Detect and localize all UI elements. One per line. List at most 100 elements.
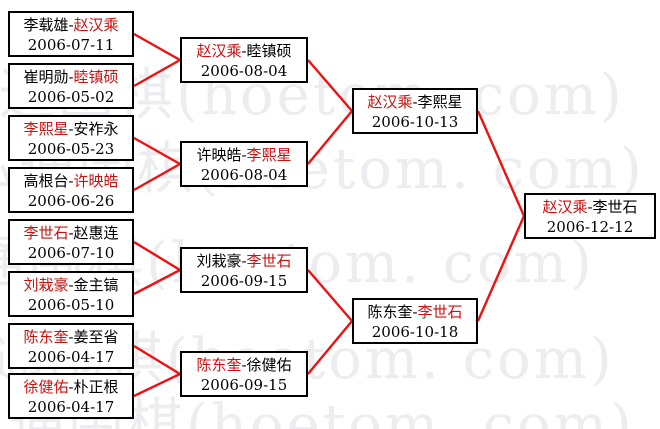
player-name: 赵惠连 xyxy=(73,224,119,242)
match-players: 刘栽豪-李世石 xyxy=(182,251,306,271)
match-date: 2006-08-04 xyxy=(200,166,288,184)
player-name: 金主镐 xyxy=(73,276,119,294)
name-separator: - xyxy=(68,276,74,294)
match-players: 崔明勋-睦镇硕 xyxy=(10,67,132,87)
match-players: 陈东奎-李世石 xyxy=(354,302,476,322)
match-players: 赵汉乘-李熙星 xyxy=(354,92,476,112)
match-date: 2006-09-15 xyxy=(200,272,288,290)
match-players: 李载雄-赵汉乘 xyxy=(10,15,132,35)
player-name: 李熙星 xyxy=(23,120,69,138)
connector-line xyxy=(307,320,353,375)
player-name: 赵汉乘 xyxy=(542,198,588,216)
player-name: 刘栽豪 xyxy=(196,252,242,270)
player-name: 陈东奎 xyxy=(367,303,413,321)
match-box-r1-3: 李熙星-安祚永 2006-05-23 xyxy=(8,115,134,161)
player-name: 朴正根 xyxy=(73,378,119,396)
player-name: 赵汉乘 xyxy=(367,93,413,111)
connector-line xyxy=(133,240,181,272)
player-name: 睦镇硕 xyxy=(246,42,292,60)
match-players: 李熙星-安祚永 xyxy=(10,119,132,139)
match-date: 2006-10-18 xyxy=(371,323,459,341)
match-box-r3-2: 陈东奎-李世石 2006-10-18 xyxy=(352,298,478,344)
player-name: 赵汉乘 xyxy=(73,16,119,34)
match-box-r2-2: 许映皓-李熙星 2006-08-04 xyxy=(180,141,308,187)
match-box-r1-6: 刘栽豪-金主镐 2006-05-10 xyxy=(8,271,134,317)
player-name: 陈东奎 xyxy=(23,328,69,346)
name-separator: - xyxy=(412,93,418,111)
connector-line xyxy=(133,372,181,398)
match-players: 陈东奎-姜至省 xyxy=(10,327,132,347)
match-box-r2-3: 刘栽豪-李世石 2006-09-15 xyxy=(180,247,308,293)
match-box-r1-1: 李载雄-赵汉乘 2006-07-11 xyxy=(8,11,134,57)
player-name: 李世石 xyxy=(246,252,292,270)
match-box-r1-4: 高根台-许映皓 2006-06-26 xyxy=(8,167,134,213)
connector-line xyxy=(307,59,353,112)
name-separator: - xyxy=(68,378,74,396)
match-box-r1-8: 徐健佑-朴正根 2006-04-17 xyxy=(8,373,134,419)
match-players: 徐健佑-朴正根 xyxy=(10,377,132,397)
match-date: 2006-05-23 xyxy=(27,140,115,158)
player-name: 许映皓 xyxy=(196,146,242,164)
match-date: 2006-07-10 xyxy=(27,244,115,262)
match-box-r1-2: 崔明勋-睦镇硕 2006-05-02 xyxy=(8,63,134,109)
player-name: 高根台 xyxy=(23,172,69,190)
player-name: 睦镇硕 xyxy=(73,68,119,86)
match-date: 2006-05-10 xyxy=(27,296,115,314)
name-separator: - xyxy=(241,42,247,60)
match-date: 2006-05-02 xyxy=(27,88,115,106)
name-separator: - xyxy=(68,16,74,34)
match-box-r3-1: 赵汉乘-李熙星 2006-10-13 xyxy=(352,88,478,134)
player-name: 李世石 xyxy=(592,198,638,216)
match-players: 刘栽豪-金主镐 xyxy=(10,275,132,295)
name-separator: - xyxy=(68,68,74,86)
match-players: 赵汉乘-睦镇硕 xyxy=(182,41,306,61)
player-name: 赵汉乘 xyxy=(196,42,242,60)
connector-line xyxy=(133,136,181,166)
player-name: 李熙星 xyxy=(417,93,463,111)
player-name: 李世石 xyxy=(23,224,69,242)
match-players: 陈东奎-徐健佑 xyxy=(182,355,306,375)
player-name: 李载雄 xyxy=(23,16,69,34)
player-name: 徐健佑 xyxy=(246,356,292,374)
name-separator: - xyxy=(68,172,74,190)
name-separator: - xyxy=(412,303,418,321)
connector-line xyxy=(476,110,526,217)
match-date: 2006-12-12 xyxy=(546,218,634,236)
name-separator: - xyxy=(68,224,74,242)
match-players: 高根台-许映皓 xyxy=(10,171,132,191)
match-date: 2006-04-17 xyxy=(27,398,115,416)
connector-line xyxy=(307,269,353,322)
player-name: 李世石 xyxy=(417,303,463,321)
player-name: 徐健佑 xyxy=(23,378,69,396)
player-name: 许映皓 xyxy=(73,172,119,190)
name-separator: - xyxy=(68,120,74,138)
name-separator: - xyxy=(68,328,74,346)
connector-line xyxy=(133,268,181,296)
match-box-r1-5: 李世石-赵惠连 2006-07-10 xyxy=(8,219,134,265)
name-separator: - xyxy=(241,252,247,270)
match-box-r2-4: 陈东奎-徐健佑 2006-09-15 xyxy=(180,351,308,397)
match-players: 赵汉乘-李世石 xyxy=(526,197,654,217)
match-date: 2006-09-15 xyxy=(200,376,288,394)
match-box-final: 赵汉乘-李世石 2006-12-12 xyxy=(524,193,656,239)
player-name: 刘栽豪 xyxy=(23,276,69,294)
player-name: 陈东奎 xyxy=(196,356,242,374)
match-box-r2-1: 赵汉乘-睦镇硕 2006-08-04 xyxy=(180,37,308,83)
match-players: 李世石-赵惠连 xyxy=(10,223,132,243)
player-name: 李熙星 xyxy=(246,146,292,164)
match-box-r1-7: 陈东奎-姜至省 2006-04-17 xyxy=(8,323,134,369)
connector-line xyxy=(133,344,181,376)
player-name: 安祚永 xyxy=(73,120,119,138)
match-date: 2006-07-11 xyxy=(27,36,115,54)
connector-line xyxy=(133,32,181,62)
name-separator: - xyxy=(587,198,593,216)
connector-line xyxy=(133,162,181,192)
match-date: 2006-04-17 xyxy=(27,348,115,366)
player-name: 姜至省 xyxy=(73,328,119,346)
player-name: 崔明勋 xyxy=(23,68,69,86)
match-date: 2006-08-04 xyxy=(200,62,288,80)
connector-line xyxy=(476,215,526,322)
match-date: 2006-06-26 xyxy=(27,192,115,210)
